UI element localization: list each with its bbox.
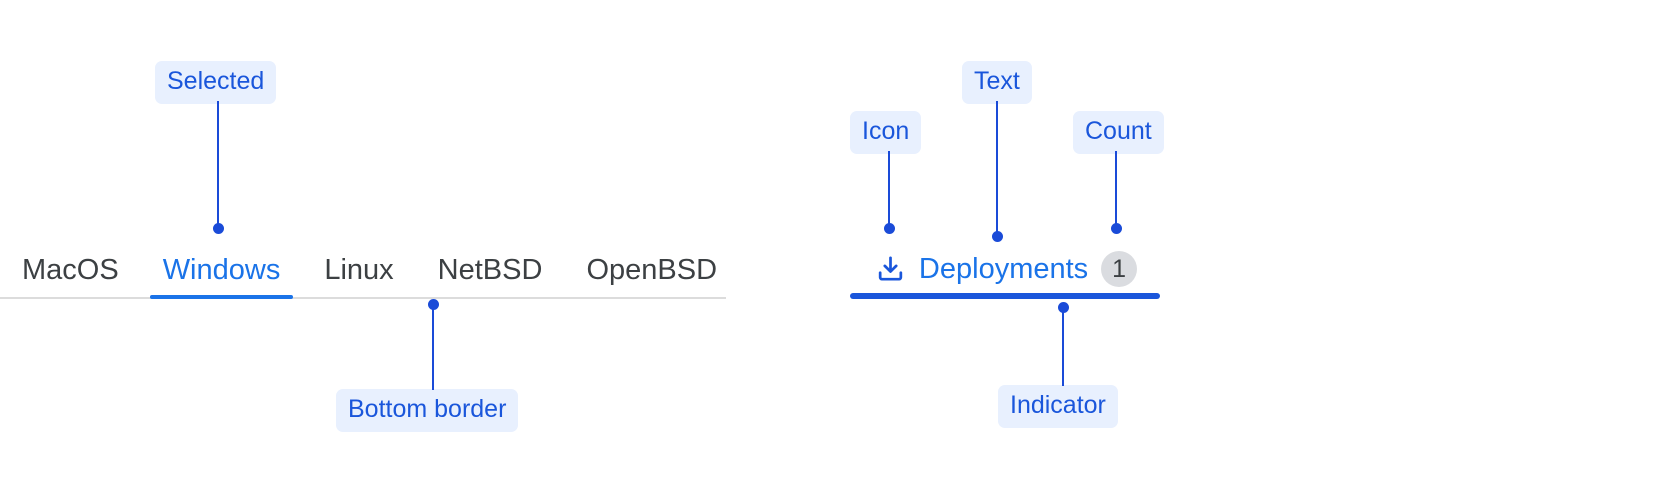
- annotation-bottom-border: Bottom border: [336, 389, 519, 432]
- leader-dot-text: [992, 231, 1003, 242]
- tab-deployments[interactable]: Deployments 1: [850, 243, 1162, 295]
- annotation-selected: Selected: [155, 61, 277, 104]
- leader-line-indicator: [1062, 308, 1064, 386]
- tab-selection-indicator: [850, 293, 1160, 299]
- annotation-indicator: Indicator: [998, 385, 1118, 428]
- leader-line-selected: [217, 101, 219, 229]
- annotation-text: Text: [962, 61, 1032, 104]
- leader-dot-bottom-border: [428, 299, 439, 310]
- tab-bar-basic: MacOS Windows Linux NetBSD OpenBSD: [0, 243, 726, 299]
- leader-line-icon: [888, 151, 890, 229]
- tab-label: Linux: [324, 253, 394, 286]
- tab-label: Windows: [162, 253, 281, 286]
- leader-dot-selected: [213, 223, 224, 234]
- tab-label: MacOS: [22, 253, 119, 286]
- leader-dot-icon: [884, 223, 895, 234]
- leader-line-text: [996, 101, 998, 237]
- annotation-icon: Icon: [850, 111, 922, 154]
- leader-dot-count: [1111, 223, 1122, 234]
- leader-line-count: [1115, 151, 1117, 229]
- tab-linux[interactable]: Linux: [302, 243, 415, 297]
- tab-netbsd[interactable]: NetBSD: [416, 243, 565, 297]
- annotation-count: Count: [1073, 111, 1164, 154]
- download-icon: [875, 254, 906, 285]
- tab-bar-rich: Deployments 1: [850, 243, 1162, 299]
- tab-label: Deployments: [918, 252, 1089, 285]
- tab-macos[interactable]: MacOS: [0, 243, 141, 297]
- tab-label: OpenBSD: [586, 253, 718, 286]
- tab-label: NetBSD: [437, 253, 543, 286]
- tab-openbsd[interactable]: OpenBSD: [564, 243, 739, 297]
- tab-list: MacOS Windows Linux NetBSD OpenBSD: [0, 243, 739, 299]
- tab-count-badge: 1: [1101, 251, 1138, 287]
- tab-windows[interactable]: Windows: [141, 243, 303, 299]
- leader-line-bottom-border: [432, 305, 434, 390]
- leader-dot-indicator: [1058, 302, 1069, 313]
